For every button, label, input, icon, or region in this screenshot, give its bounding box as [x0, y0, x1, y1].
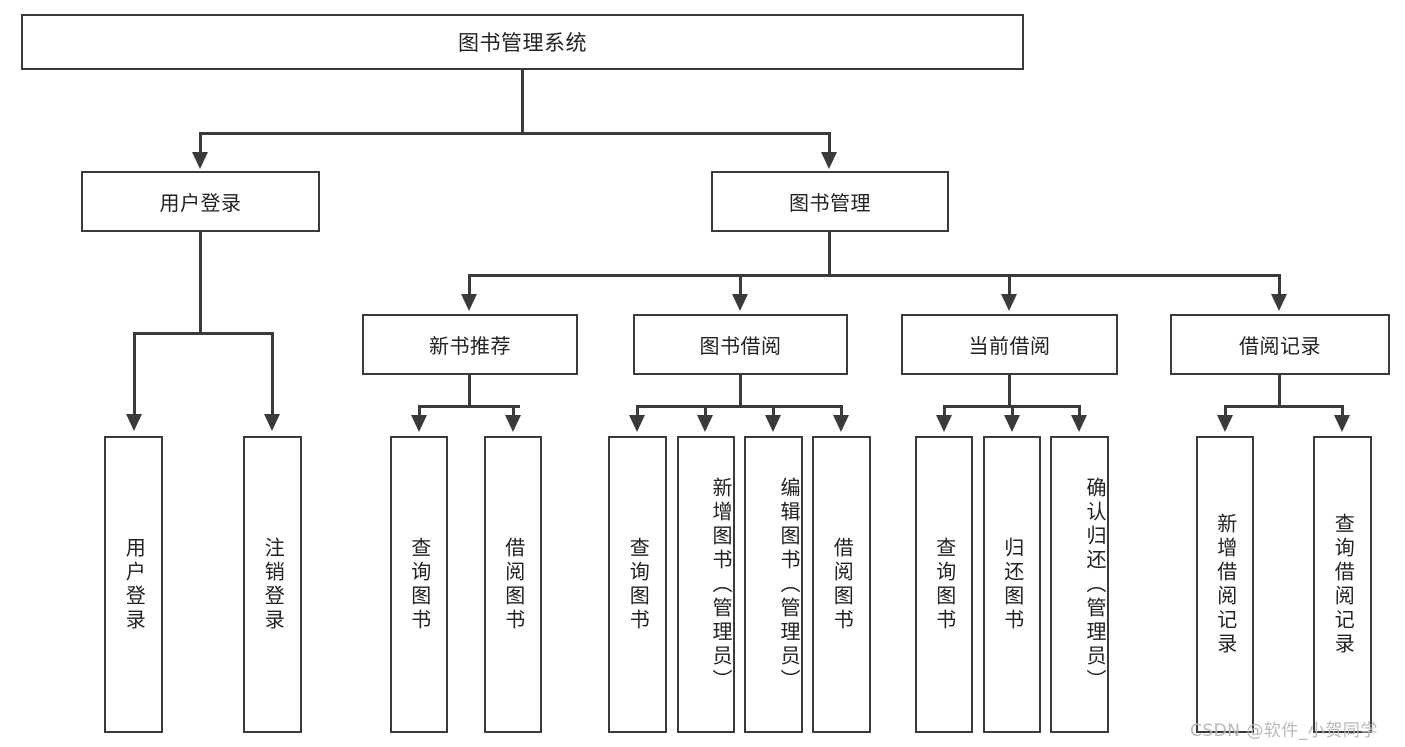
connector-newbook-c1 [418, 405, 421, 417]
connector-login-bus [133, 332, 273, 335]
connector-bookmgmt-c4 [1278, 274, 1281, 296]
arrowhead-to-user-login [192, 152, 208, 169]
connector-bookborrow-c3 [772, 405, 775, 417]
arrowhead-bookborrow-c1 [629, 415, 645, 432]
arrowhead-borrowrecord-c1 [1217, 415, 1233, 432]
arrowhead-borrowrecord-c2 [1334, 415, 1350, 432]
node-user-login[interactable]: 用户登录 [81, 171, 320, 232]
connector-newbook-bus [418, 405, 520, 408]
connector-borrowrecord-trunk [1278, 375, 1281, 407]
arrowhead-to-book-management [821, 152, 837, 169]
connector-currentborrow-c2 [1011, 405, 1014, 417]
leaf-query-book-current[interactable]: 查询图书 [915, 436, 973, 733]
connector-currentborrow-c1 [943, 405, 946, 417]
connector-root-trunk [521, 70, 524, 134]
connector-bookborrow-c2 [704, 405, 707, 417]
leaf-logout[interactable]: 注销登录 [243, 436, 302, 733]
leaf-confirm-return-admin[interactable]: 确认归还（管理员） [1050, 436, 1109, 733]
leaf-user-login[interactable]: 用户登录 [104, 436, 163, 733]
connector-root-to-login [199, 132, 202, 154]
arrowhead-login-child2 [264, 414, 280, 431]
arrowhead-login-child1 [126, 414, 142, 431]
arrowhead-bookborrow-c2 [697, 415, 713, 432]
connector-borrowrecord-c1 [1224, 405, 1227, 417]
arrowhead-current-borrow [1001, 294, 1017, 311]
leaf-query-book-newrec[interactable]: 查询图书 [390, 436, 448, 733]
arrowhead-borrow-record [1271, 294, 1287, 311]
arrowhead-currentborrow-c2 [1004, 415, 1020, 432]
connector-login-child1 [133, 332, 136, 416]
leaf-query-borrow-record[interactable]: 查询借阅记录 [1313, 436, 1372, 733]
leaf-borrow-book[interactable]: 借阅图书 [812, 436, 871, 733]
connector-newbook-c2 [512, 405, 515, 417]
leaf-edit-book-admin[interactable]: 编辑图书（管理员） [744, 436, 803, 733]
arrowhead-newbook-c2 [505, 415, 521, 432]
connector-root-bus [199, 132, 829, 135]
connector-bookborrow-bus [636, 405, 842, 408]
connector-newbook-trunk [468, 375, 471, 407]
arrowhead-book-borrow [732, 294, 748, 311]
node-new-book-recommend[interactable]: 新书推荐 [362, 314, 578, 375]
connector-bookmgmt-c1 [468, 274, 471, 296]
leaf-borrow-book-newrec[interactable]: 借阅图书 [484, 436, 542, 733]
connector-currentborrow-trunk [1008, 375, 1011, 407]
arrowhead-currentborrow-c1 [936, 415, 952, 432]
connector-bookborrow-c1 [636, 405, 639, 417]
connector-root-to-bookmgmt [828, 132, 831, 154]
connector-login-trunk [199, 232, 202, 334]
connector-login-child2 [271, 332, 274, 416]
arrowhead-currentborrow-c3 [1071, 415, 1087, 432]
arrowhead-bookborrow-c3 [765, 415, 781, 432]
connector-bookborrow-trunk [739, 375, 742, 407]
connector-currentborrow-c3 [1078, 405, 1081, 417]
connector-bookmgmt-trunk [828, 232, 831, 276]
connector-bookmgmt-bus [468, 274, 1280, 277]
leaf-query-book-borrow[interactable]: 查询图书 [608, 436, 667, 733]
node-book-management[interactable]: 图书管理 [711, 171, 949, 232]
arrowhead-bookborrow-c4 [833, 415, 849, 432]
connector-borrowrecord-bus [1224, 405, 1343, 408]
node-book-borrow[interactable]: 图书借阅 [633, 314, 848, 375]
arrowhead-newbook-c1 [411, 415, 427, 432]
arrowhead-new-book-rec [461, 294, 477, 311]
leaf-add-borrow-record[interactable]: 新增借阅记录 [1196, 436, 1254, 733]
node-root-system[interactable]: 图书管理系统 [21, 14, 1024, 70]
node-borrow-record[interactable]: 借阅记录 [1170, 314, 1390, 375]
csdn-watermark: CSDN @软件_小贺同学 [1190, 721, 1378, 741]
node-current-borrow[interactable]: 当前借阅 [901, 314, 1118, 375]
connector-bookborrow-c4 [840, 405, 843, 417]
connector-borrowrecord-c2 [1341, 405, 1344, 417]
leaf-add-book-admin[interactable]: 新增图书（管理员） [677, 436, 735, 733]
connector-bookmgmt-c3 [1008, 274, 1011, 296]
leaf-return-book[interactable]: 归还图书 [983, 436, 1041, 733]
connector-bookmgmt-c2 [739, 274, 742, 296]
